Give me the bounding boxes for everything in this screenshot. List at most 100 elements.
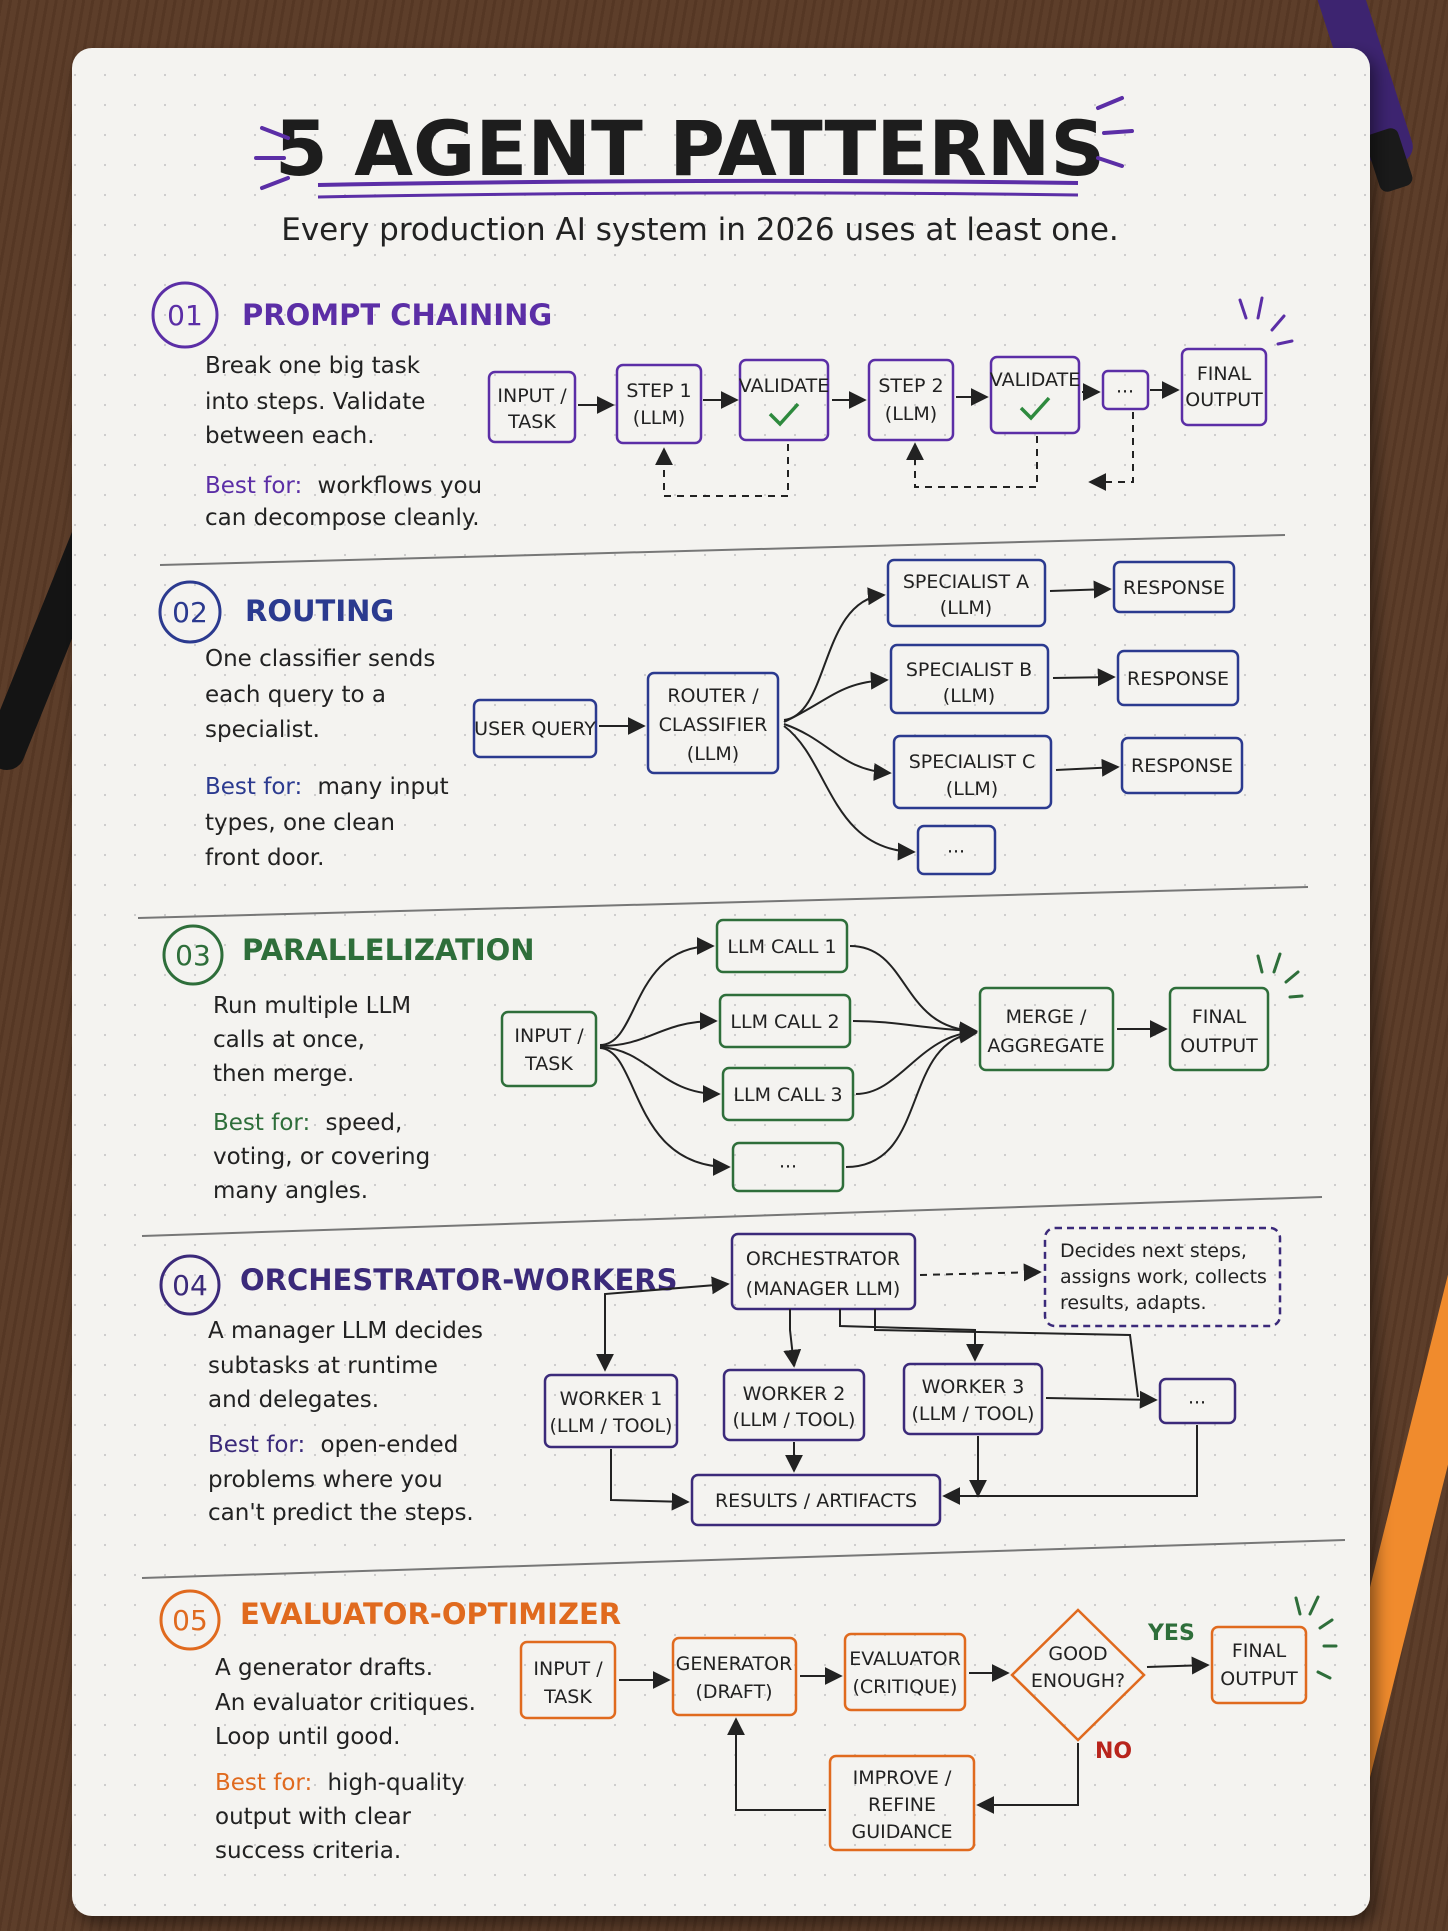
node-specialist-b xyxy=(889,643,1050,715)
svg-text:INPUT /TASK: INPUT /TASK xyxy=(533,1658,603,1708)
section-description: Run multiple LLM calls at once, then mer… xyxy=(213,993,418,1087)
node-worker-2 xyxy=(722,1368,866,1442)
node-response-a xyxy=(1112,560,1236,614)
node-improve-refine xyxy=(828,1754,976,1852)
svg-text:SPECIALIST B(LLM): SPECIALIST B(LLM) xyxy=(906,659,1032,707)
page-title: 5 AGENT PATTERNS xyxy=(275,104,1105,193)
svg-text:MERGE /AGGREGATE: MERGE /AGGREGATE xyxy=(987,1006,1104,1057)
svg-text:WORKER 1(LLM / TOOL): WORKER 1(LLM / TOOL) xyxy=(550,1388,673,1437)
sparkle-icon xyxy=(1256,952,1304,999)
svg-text:···: ··· xyxy=(1116,381,1134,403)
svg-text:LLM CALL 1: LLM CALL 1 xyxy=(727,936,836,958)
node-input-task xyxy=(500,1010,598,1088)
node-ellipsis xyxy=(1158,1377,1237,1425)
node-llm-call-1 xyxy=(715,918,849,974)
sparkle-icon xyxy=(1238,296,1294,346)
node-step-2 xyxy=(867,358,955,442)
section-number: 05 xyxy=(172,1604,208,1637)
svg-text:···: ··· xyxy=(779,1156,797,1178)
svg-text:SPECIALIST C(LLM): SPECIALIST C(LLM) xyxy=(909,751,1036,800)
svg-text:VALIDATE: VALIDATE xyxy=(990,369,1080,391)
node-worker-3 xyxy=(902,1362,1044,1436)
section-number-badge xyxy=(162,924,224,986)
node-response-b xyxy=(1116,649,1240,707)
section-description: Break one big task into steps. Validate … xyxy=(205,353,433,449)
node-ellipsis xyxy=(731,1141,845,1193)
sparkle-left-icon xyxy=(254,126,290,190)
section-evaluator-optimizer: 05 EVALUATOR-OPTIMIZER A generator draft… xyxy=(159,1589,1338,1864)
page-subtitle: Every production AI system in 2026 uses … xyxy=(281,212,1119,248)
node-specialist-c xyxy=(892,734,1053,810)
svg-text:VALIDATE: VALIDATE xyxy=(739,375,829,397)
section-number: 02 xyxy=(172,596,208,629)
svg-text:RESPONSE: RESPONSE xyxy=(1127,668,1229,690)
node-llm-call-2 xyxy=(718,993,852,1049)
svg-text:···: ··· xyxy=(947,841,965,863)
svg-text:WORKER 2(LLM / TOOL): WORKER 2(LLM / TOOL) xyxy=(733,1383,856,1431)
node-orchestrator xyxy=(730,1232,917,1311)
section-number: 04 xyxy=(172,1269,208,1302)
section-description: A manager LLM decides subtasks at runtim… xyxy=(208,1318,490,1413)
sparkle-right-icon xyxy=(1096,96,1134,168)
node-final-output xyxy=(1168,986,1270,1072)
svg-text:ORCHESTRATOR(MANAGER LLM): ORCHESTRATOR(MANAGER LLM) xyxy=(746,1248,901,1300)
node-ellipsis xyxy=(916,824,997,876)
best-for-text: Best for: speed, voting, or covering man… xyxy=(213,1110,438,1204)
section-number: 01 xyxy=(167,299,203,332)
node-results-artifacts xyxy=(690,1473,942,1527)
section-description: One classifier sends each query to a spe… xyxy=(205,646,443,743)
best-for-text: Best for: high-quality output with clear… xyxy=(215,1770,472,1864)
svg-text:INPUT /TASK: INPUT /TASK xyxy=(514,1025,584,1075)
svg-text:LLM CALL 3: LLM CALL 3 xyxy=(733,1084,842,1106)
node-llm-call-3 xyxy=(721,1066,855,1122)
no-label: NO xyxy=(1095,1739,1132,1764)
svg-text:LLM CALL 2: LLM CALL 2 xyxy=(730,1011,839,1033)
node-specialist-a xyxy=(886,558,1047,628)
note-text: Decides next steps, assigns work, collec… xyxy=(1060,1240,1273,1314)
svg-text:GENERATOR(DRAFT): GENERATOR(DRAFT) xyxy=(676,1653,793,1703)
svg-text:STEP 2(LLM): STEP 2(LLM) xyxy=(878,375,943,425)
section-number: 03 xyxy=(175,939,211,972)
sparkle-icon xyxy=(1294,1595,1338,1680)
svg-text:RESULTS / ARTIFACTS: RESULTS / ARTIFACTS xyxy=(715,1490,917,1512)
section-number-badge xyxy=(159,1589,221,1651)
section-dividers xyxy=(137,534,1346,1579)
section-title: EVALUATOR-OPTIMIZER xyxy=(240,1597,621,1631)
node-decision-diamond xyxy=(1010,1608,1146,1742)
paper-sheet xyxy=(72,48,1370,1916)
section-description: A generator drafts. An evaluator critiqu… xyxy=(215,1655,483,1750)
header: 5 AGENT PATTERNS Every production AI sys… xyxy=(254,96,1134,248)
check-icon xyxy=(768,402,800,427)
section-title: PARALLELIZATION xyxy=(242,933,535,967)
svg-text:USER QUERY: USER QUERY xyxy=(474,718,596,740)
svg-text:WORKER 3(LLM / TOOL): WORKER 3(LLM / TOOL) xyxy=(912,1376,1035,1425)
node-ellipsis xyxy=(1101,369,1150,411)
section-routing: 02 ROUTING One classifier sends each que… xyxy=(158,558,1244,876)
section-title: ROUTING xyxy=(245,594,394,628)
node-validate-1 xyxy=(738,358,830,442)
yes-label: YES xyxy=(1147,1621,1195,1646)
section-title: ORCHESTRATOR-WORKERS xyxy=(240,1263,678,1297)
svg-text:STEP 1(LLM): STEP 1(LLM) xyxy=(626,380,691,429)
svg-text:INPUT /TASK: INPUT /TASK xyxy=(497,385,567,433)
node-generator xyxy=(671,1636,798,1717)
node-user-query xyxy=(472,698,598,759)
section-orchestrator-workers: 04 ORCHESTRATOR-WORKERS A manager LLM de… xyxy=(159,1226,1282,1527)
note-box xyxy=(1043,1226,1282,1328)
node-merge-aggregate xyxy=(978,986,1115,1072)
svg-text:EVALUATOR(CRITIQUE): EVALUATOR(CRITIQUE) xyxy=(849,1648,961,1698)
section-parallelization: 03 PARALLELIZATION Run multiple LLM call… xyxy=(162,918,1304,1204)
svg-text:RESPONSE: RESPONSE xyxy=(1123,577,1225,599)
svg-text:ROUTER /CLASSIFIER(LLM): ROUTER /CLASSIFIER(LLM) xyxy=(659,685,768,765)
node-final-output xyxy=(1180,347,1268,427)
section-number-badge xyxy=(158,580,222,644)
node-final-output xyxy=(1210,1625,1308,1705)
node-validate-2 xyxy=(989,355,1081,435)
section-number-badge xyxy=(159,1254,221,1316)
